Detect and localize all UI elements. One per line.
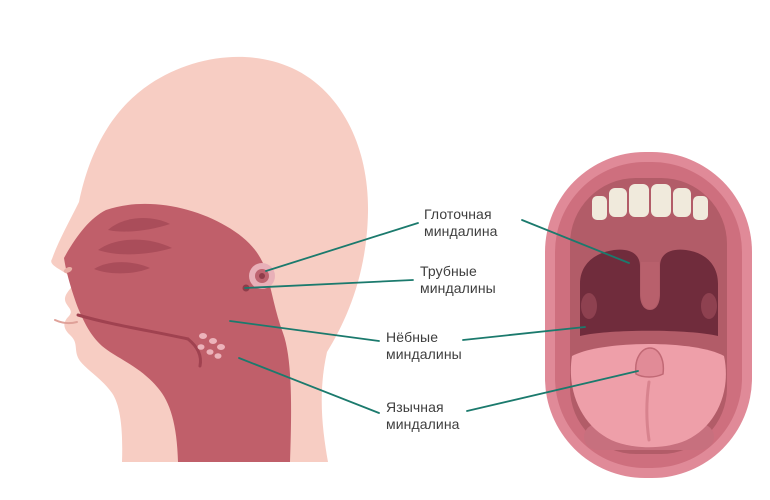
label-lingual-tonsil: Язычная миндалина xyxy=(386,399,460,432)
tooth xyxy=(673,188,691,217)
pointer-line-pharyngeal-head xyxy=(265,222,419,272)
tongue-median-line xyxy=(645,380,651,442)
pointer-line-pharyngeal-mouth xyxy=(521,219,630,264)
nasal-conchae xyxy=(94,218,172,274)
pointer-line-tubal-head xyxy=(244,279,414,289)
nostril xyxy=(63,267,73,273)
eustachian-tube-opening xyxy=(249,263,275,289)
pointer-line-lingual-head xyxy=(238,357,380,414)
label-tubal-tonsils: Трубные миндалины xyxy=(420,263,496,296)
tooth xyxy=(609,188,627,217)
throat-opening xyxy=(580,249,718,336)
open-mouth-illustration xyxy=(545,152,752,478)
upper-teeth xyxy=(592,184,708,220)
tooth xyxy=(592,196,607,220)
tooth xyxy=(651,184,671,217)
connector-lines xyxy=(229,219,639,414)
soft-palate-curve xyxy=(186,337,202,368)
lingual-tonsil-flap xyxy=(634,347,665,378)
palatine-tonsil-right xyxy=(701,293,717,319)
uvula xyxy=(641,262,659,309)
label-pharyngeal-tonsil: Глоточная миндалина xyxy=(424,206,498,239)
palate-line xyxy=(76,313,190,341)
head-profile-illustration xyxy=(51,56,369,463)
tooth xyxy=(693,196,708,220)
pointer-line-palatine-mouth xyxy=(462,326,586,341)
pointer-line-palatine-head xyxy=(229,320,380,342)
tooth xyxy=(629,184,649,217)
palatine-tonsil-left xyxy=(581,293,597,319)
tonsil-dots xyxy=(197,333,225,359)
lip-crease xyxy=(54,319,78,325)
label-palatine-tonsils: Нёбные миндалины xyxy=(386,329,462,362)
pointer-line-lingual-mouth xyxy=(466,370,639,412)
